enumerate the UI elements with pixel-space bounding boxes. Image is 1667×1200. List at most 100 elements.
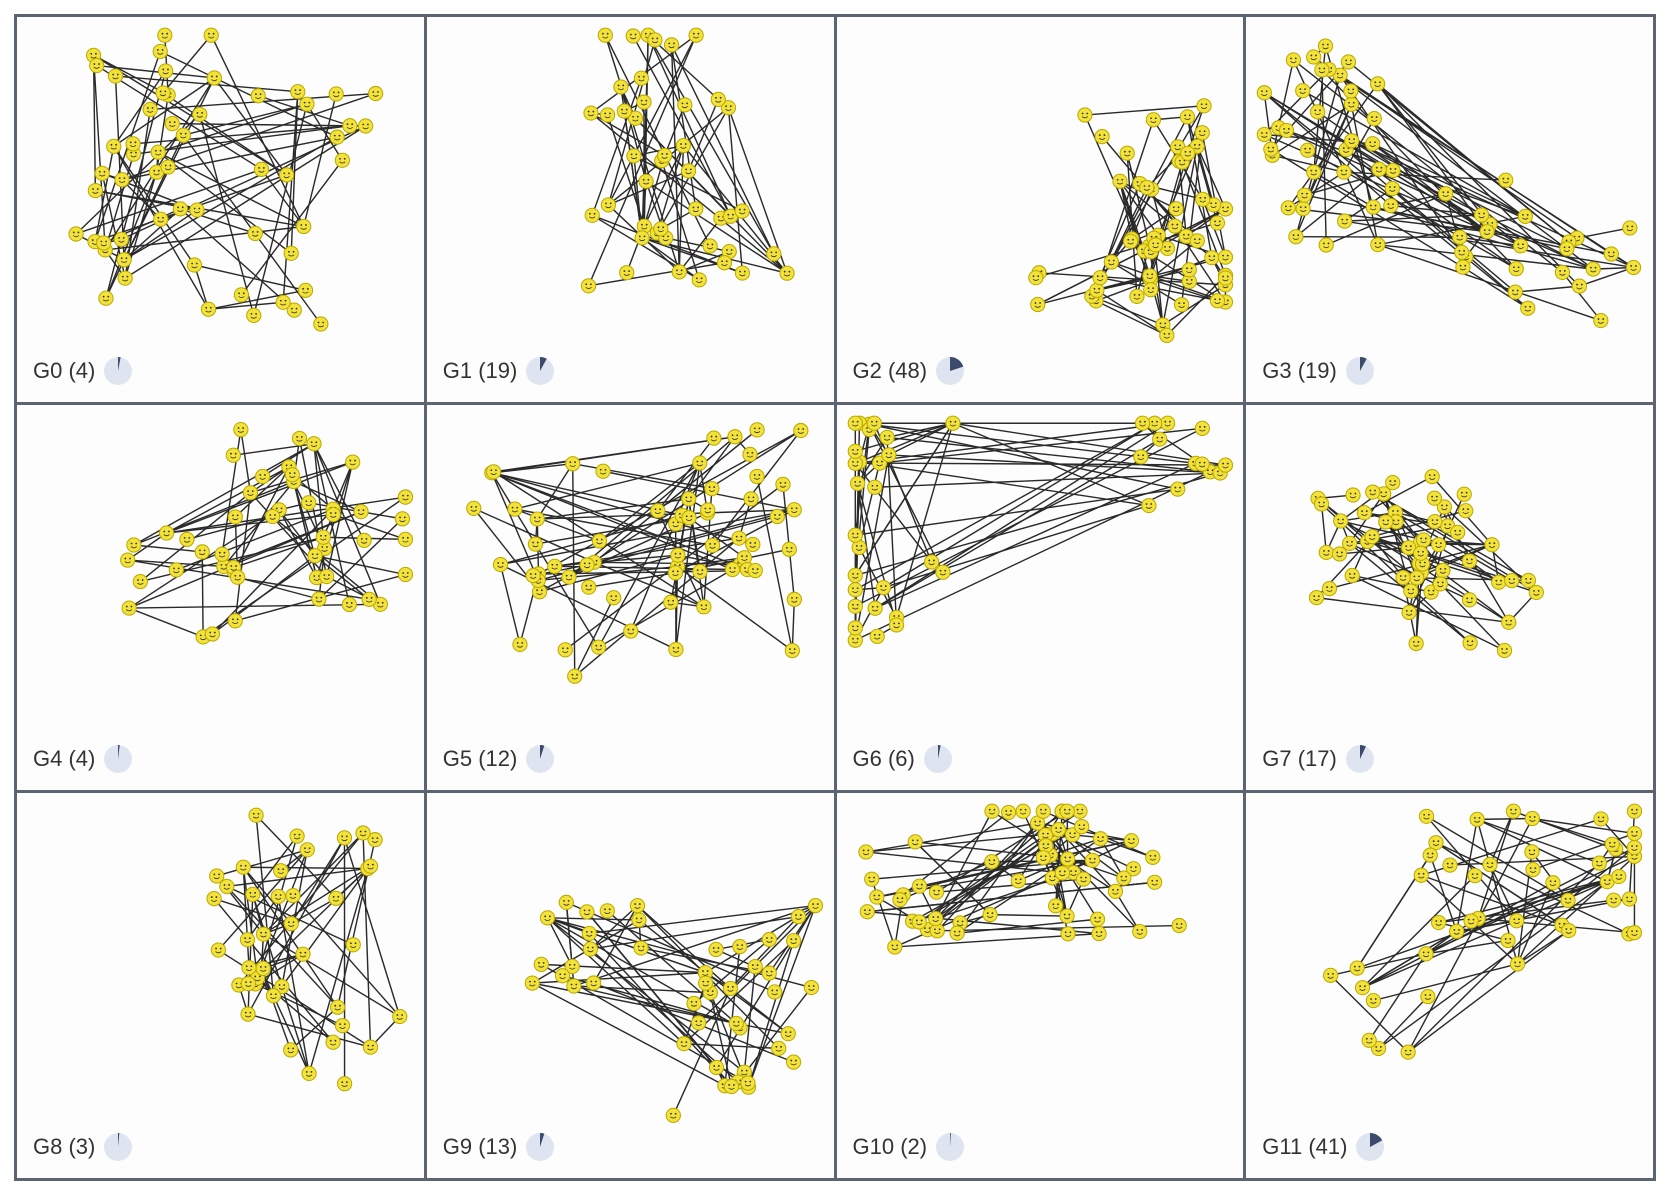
smiley-node-icon[interactable] xyxy=(676,1036,692,1052)
smiley-node-icon[interactable] xyxy=(636,218,652,234)
smiley-node-icon[interactable] xyxy=(1524,810,1541,827)
smiley-node-icon[interactable] xyxy=(345,454,361,470)
smiley-node-icon[interactable] xyxy=(1504,573,1520,589)
smiley-node-icon[interactable] xyxy=(731,530,747,546)
smiley-node-icon[interactable] xyxy=(206,891,222,907)
smiley-node-icon[interactable] xyxy=(981,907,998,923)
smiley-node-icon[interactable] xyxy=(1323,967,1339,983)
smiley-node-icon[interactable] xyxy=(1456,486,1473,502)
smiley-node-icon[interactable] xyxy=(1593,312,1609,329)
smiley-node-icon[interactable] xyxy=(1166,218,1183,234)
smiley-node-icon[interactable] xyxy=(289,828,305,844)
smiley-node-icon[interactable] xyxy=(847,620,863,636)
smiley-node-icon[interactable] xyxy=(647,32,663,48)
smiley-node-icon[interactable] xyxy=(786,502,802,518)
smiley-node-icon[interactable] xyxy=(599,903,615,919)
smiley-node-icon[interactable] xyxy=(1510,956,1526,972)
smiley-node-icon[interactable] xyxy=(847,567,863,583)
smiley-node-icon[interactable] xyxy=(334,152,350,168)
smiley-node-icon[interactable] xyxy=(270,888,286,905)
smiley-node-icon[interactable] xyxy=(357,118,374,134)
smiley-node-icon[interactable] xyxy=(747,959,763,975)
smiley-node-icon[interactable] xyxy=(727,429,743,445)
smiley-node-icon[interactable] xyxy=(1332,546,1348,562)
graph-panel-g8[interactable]: G8 (3) xyxy=(17,793,424,1178)
smiley-node-icon[interactable] xyxy=(1409,570,1425,586)
smiley-node-icon[interactable] xyxy=(652,221,669,237)
smiley-node-icon[interactable] xyxy=(1300,142,1316,158)
smiley-node-icon[interactable] xyxy=(307,548,323,564)
smiley-node-icon[interactable] xyxy=(803,979,819,996)
smiley-node-icon[interactable] xyxy=(566,978,582,994)
smiley-node-icon[interactable] xyxy=(1508,261,1525,277)
smiley-node-icon[interactable] xyxy=(790,908,806,925)
smiley-node-icon[interactable] xyxy=(613,79,629,95)
smiley-node-icon[interactable] xyxy=(1432,576,1449,592)
smiley-node-icon[interactable] xyxy=(590,639,607,655)
smiley-node-icon[interactable] xyxy=(680,163,696,179)
smiley-node-icon[interactable] xyxy=(1310,104,1326,120)
smiley-node-icon[interactable] xyxy=(361,591,377,607)
smiley-node-icon[interactable] xyxy=(584,207,600,223)
smiley-node-icon[interactable] xyxy=(255,960,271,977)
graph-panel-g11[interactable]: G11 (41) xyxy=(1246,793,1653,1178)
smiley-node-icon[interactable] xyxy=(785,933,802,949)
smiley-node-icon[interactable] xyxy=(264,508,281,525)
smiley-node-icon[interactable] xyxy=(126,537,142,553)
smiley-node-icon[interactable] xyxy=(299,96,315,112)
smiley-node-icon[interactable] xyxy=(634,230,650,246)
smiley-node-icon[interactable] xyxy=(1088,282,1104,298)
smiley-node-icon[interactable] xyxy=(168,562,184,578)
smiley-node-icon[interactable] xyxy=(367,832,383,848)
smiley-node-icon[interactable] xyxy=(564,456,581,472)
smiley-node-icon[interactable] xyxy=(891,892,908,908)
smiley-node-icon[interactable] xyxy=(254,468,271,485)
smiley-node-icon[interactable] xyxy=(1181,262,1197,278)
smiley-node-icon[interactable] xyxy=(1371,161,1387,177)
smiley-node-icon[interactable] xyxy=(734,265,750,281)
smiley-node-icon[interactable] xyxy=(192,106,208,123)
smiley-node-icon[interactable] xyxy=(546,558,563,574)
smiley-node-icon[interactable] xyxy=(246,307,262,323)
graph-panel-g2[interactable]: G2 (48) xyxy=(836,17,1244,402)
smiley-node-icon[interactable] xyxy=(1194,191,1210,207)
smiley-node-icon[interactable] xyxy=(125,136,141,152)
smiley-node-icon[interactable] xyxy=(1452,229,1468,245)
smiley-node-icon[interactable] xyxy=(1403,583,1419,599)
smiley-node-icon[interactable] xyxy=(1474,207,1490,223)
smiley-node-icon[interactable] xyxy=(886,939,902,955)
smiley-node-icon[interactable] xyxy=(868,889,884,905)
smiley-node-icon[interactable] xyxy=(1306,164,1322,180)
smiley-node-icon[interactable] xyxy=(1122,233,1138,249)
smiley-node-icon[interactable] xyxy=(708,941,724,958)
smiley-node-icon[interactable] xyxy=(1297,187,1313,203)
smiley-node-icon[interactable] xyxy=(114,172,130,188)
smiley-node-icon[interactable] xyxy=(1560,892,1576,908)
smiley-node-icon[interactable] xyxy=(245,886,261,902)
smiley-node-icon[interactable] xyxy=(786,591,802,608)
smiley-node-icon[interactable] xyxy=(878,429,895,446)
smiley-node-icon[interactable] xyxy=(690,1015,707,1031)
smiley-node-icon[interactable] xyxy=(1520,300,1536,316)
smiley-node-icon[interactable] xyxy=(186,257,203,273)
smiley-node-icon[interactable] xyxy=(680,491,697,507)
smiley-node-icon[interactable] xyxy=(240,1006,256,1022)
smiley-node-icon[interactable] xyxy=(747,563,763,579)
smiley-node-icon[interactable] xyxy=(227,613,243,629)
smiley-node-icon[interactable] xyxy=(705,430,722,446)
smiley-node-icon[interactable] xyxy=(142,101,158,118)
smiley-node-icon[interactable] xyxy=(949,925,965,941)
smiley-node-icon[interactable] xyxy=(465,500,482,516)
smiley-node-icon[interactable] xyxy=(1450,524,1466,540)
smiley-node-icon[interactable] xyxy=(1138,179,1154,196)
smiley-node-icon[interactable] xyxy=(295,946,311,962)
smiley-node-icon[interactable] xyxy=(301,1065,317,1082)
smiley-node-icon[interactable] xyxy=(1416,532,1432,548)
smiley-node-icon[interactable] xyxy=(1420,988,1436,1005)
smiley-node-icon[interactable] xyxy=(1419,808,1435,824)
smiley-node-icon[interactable] xyxy=(1497,642,1513,659)
smiley-node-icon[interactable] xyxy=(1401,604,1418,621)
smiley-node-icon[interactable] xyxy=(94,165,110,181)
smiley-node-icon[interactable] xyxy=(1029,296,1045,313)
smiley-node-icon[interactable] xyxy=(533,956,549,972)
